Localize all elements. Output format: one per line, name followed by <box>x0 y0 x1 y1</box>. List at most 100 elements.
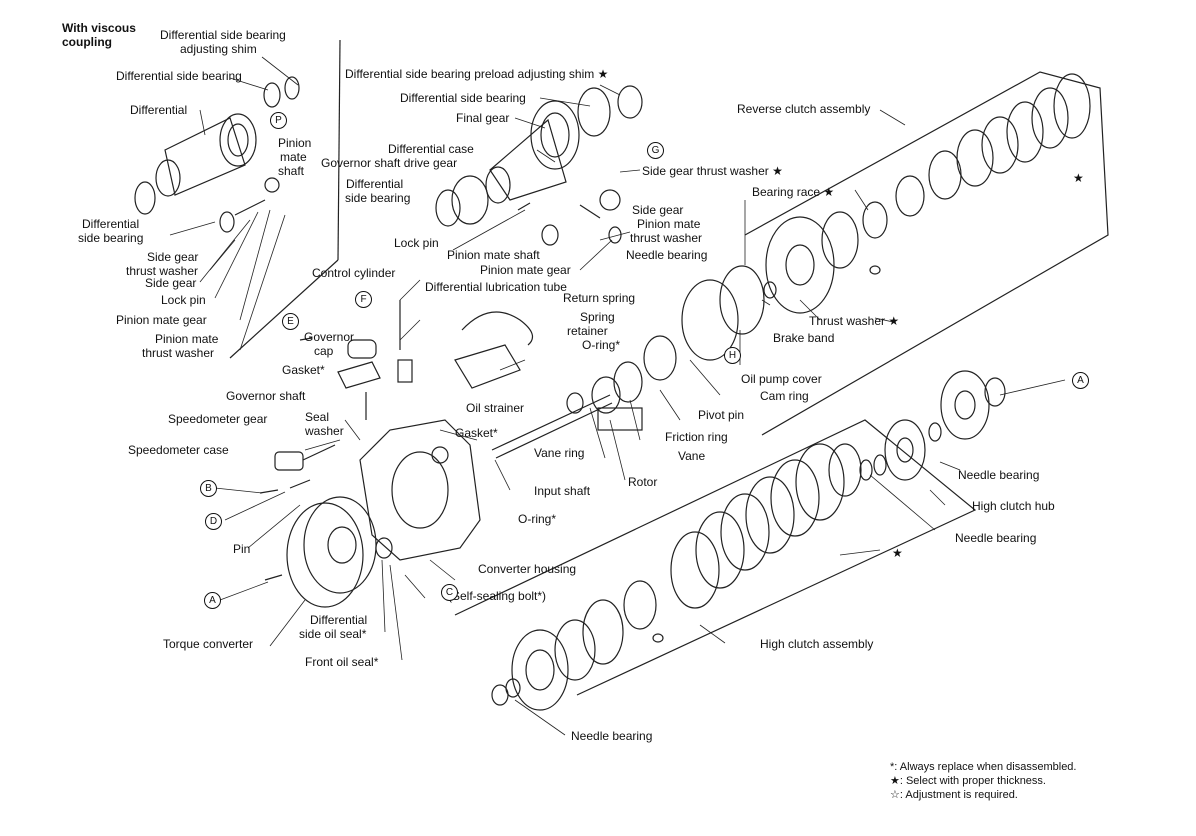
star-side-gear-thrust-washer: ★ <box>772 164 783 178</box>
label-spring: Spring <box>580 310 615 324</box>
star-reverse-clutch: ★ <box>1073 171 1084 185</box>
label-torque-converter: Torque converter <box>163 637 254 651</box>
label-inset-thrust-washer: thrust washer <box>126 264 199 278</box>
legend-adjustment-required: ☆: Adjustment is required. <box>890 789 1018 801</box>
label-differential-case: Differential case <box>388 142 474 156</box>
label-side-gear-thrust-washer: Side gear thrust washer ★ <box>642 164 783 178</box>
label-governor-shaft: Governor shaft <box>226 389 306 403</box>
label-rotor: Rotor <box>628 475 658 489</box>
label-inset-pinion-mate-gear: Pinion mate gear <box>116 313 207 327</box>
label-o-ring-1: O-ring* <box>582 338 621 352</box>
inset-differential <box>134 76 300 233</box>
torque-converter-shape <box>264 496 393 608</box>
label-control-cylinder: Control cylinder <box>312 266 396 280</box>
label-bearing-race: Bearing race ★ <box>752 185 835 199</box>
label-side-oil-seal: side oil seal* <box>299 627 367 641</box>
label-inset-pinion-thrust-washer: thrust washer <box>142 346 215 360</box>
leader-lines <box>169 56 1066 736</box>
label-input-shaft: Input shaft <box>534 484 591 498</box>
label-diff-lubrication-tube: Differential lubrication tube <box>425 280 567 294</box>
label-inset-pinion-mate: Pinion mate <box>155 332 219 346</box>
high-clutch-bracket <box>454 419 977 696</box>
valve-area <box>397 300 534 389</box>
callout-d: D <box>205 513 222 530</box>
label-self-sealing-bolt: (Self-sealing bolt*) <box>448 589 547 603</box>
label-with-viscous: With viscous <box>62 21 136 35</box>
label-converter-housing: Converter housing <box>478 562 577 576</box>
label-inset-lock-pin: Lock pin <box>161 293 206 307</box>
label-oil-strainer: Oil strainer <box>466 401 525 415</box>
label-pinion-thrust-washer: thrust washer <box>630 231 703 245</box>
label-high-clutch-hub: High clutch hub <box>972 499 1055 513</box>
label-return-spring: Return spring <box>563 291 636 305</box>
label-inset-side-bearing: side bearing <box>78 231 144 245</box>
governor-group <box>259 337 381 494</box>
label-gasket-1: Gasket* <box>282 363 325 377</box>
label-friction-ring: Friction ring <box>665 430 728 444</box>
converter-housing-shape <box>359 419 481 561</box>
star-bearing-race: ★ <box>823 185 835 199</box>
inset-divider <box>337 39 341 261</box>
label-cap: cap <box>314 344 334 358</box>
callout-b: B <box>200 480 217 497</box>
label-final-gear: Final gear <box>456 111 510 125</box>
callout-e: E <box>282 313 299 330</box>
label-governor-shaft-drive-gear: Governor shaft drive gear <box>321 156 458 170</box>
label-speedometer-case: Speedometer case <box>128 443 229 457</box>
label-cam-ring: Cam ring <box>760 389 809 403</box>
label-inset-differential: Differential <box>130 103 188 117</box>
label-inset-side-gear: Side gear <box>145 276 197 290</box>
legend-select-thickness: ★: Select with proper thickness. <box>890 775 1046 787</box>
label-o-ring-2: O-ring* <box>518 512 557 526</box>
callout-f: F <box>355 291 372 308</box>
label-differential-oil-seal: Differential <box>310 613 368 627</box>
label-gasket-2: Gasket* <box>455 426 498 440</box>
label-needle-bearing-hub: Needle bearing <box>958 468 1040 482</box>
label-washer: washer <box>305 424 344 438</box>
label-dsb-adjusting-shim-1: Differential side bearing <box>160 28 286 42</box>
label-inset-differential-2: Differential <box>82 217 140 231</box>
label-center-differential: Differential <box>346 177 404 191</box>
label-seal: Seal <box>305 410 330 424</box>
label-pin: Pin <box>233 542 251 556</box>
input-shaft-group <box>491 335 677 459</box>
label-inset-mate: mate <box>280 150 307 164</box>
reverse-clutch-bracket <box>744 71 1109 436</box>
label-front-oil-seal: Front oil seal* <box>305 655 379 669</box>
label-inset-side-gear-1: Side gear <box>147 250 199 264</box>
label-brake-band: Brake band <box>773 331 835 345</box>
label-pinion-mate: Pinion mate <box>637 217 701 231</box>
label-pinion-mate-shaft: Pinion mate shaft <box>447 248 540 262</box>
label-pinion-mate-gear: Pinion mate gear <box>480 263 571 277</box>
label-high-clutch-assembly: High clutch assembly <box>760 637 874 651</box>
label-needle-bearing-pump: Needle bearing <box>626 248 708 262</box>
callout-g: G <box>647 142 664 159</box>
label-vane: Vane <box>678 449 706 463</box>
label-needle-bearing-bottom: Needle bearing <box>571 729 653 743</box>
callout-c: C <box>441 584 458 601</box>
star-thrust-washer: ★ <box>888 314 900 328</box>
callout-p: P <box>270 112 287 129</box>
oil-pump-group <box>681 73 1091 361</box>
label-inset-diff-side-bearing: Differential side bearing <box>116 69 242 83</box>
label-coupling: coupling <box>62 35 112 49</box>
callout-a-left: A <box>204 592 221 609</box>
label-diff-side-bearing: Differential side bearing <box>400 91 526 105</box>
label-reverse-clutch-assembly: Reverse clutch assembly <box>737 102 871 116</box>
high-clutch-group <box>491 443 862 711</box>
label-speedometer-gear: Speedometer gear <box>168 412 268 426</box>
star-preload: ★ <box>597 67 609 81</box>
star-high-clutch: ★ <box>892 546 903 560</box>
hub-group <box>859 370 1006 481</box>
label-retainer: retainer <box>567 324 608 338</box>
label-pivot-pin: Pivot pin <box>698 408 745 422</box>
label-preload-shim: Differential side bearing preload adjust… <box>345 67 609 81</box>
label-needle-bearing-clutch: Needle bearing <box>955 531 1037 545</box>
label-dsb-adjusting-shim-2: adjusting shim <box>180 42 257 56</box>
label-inset-pinion: Pinion <box>278 136 312 150</box>
label-center-side-bearing: side bearing <box>345 191 411 205</box>
center-differential <box>435 85 643 246</box>
callout-h: H <box>724 347 741 364</box>
